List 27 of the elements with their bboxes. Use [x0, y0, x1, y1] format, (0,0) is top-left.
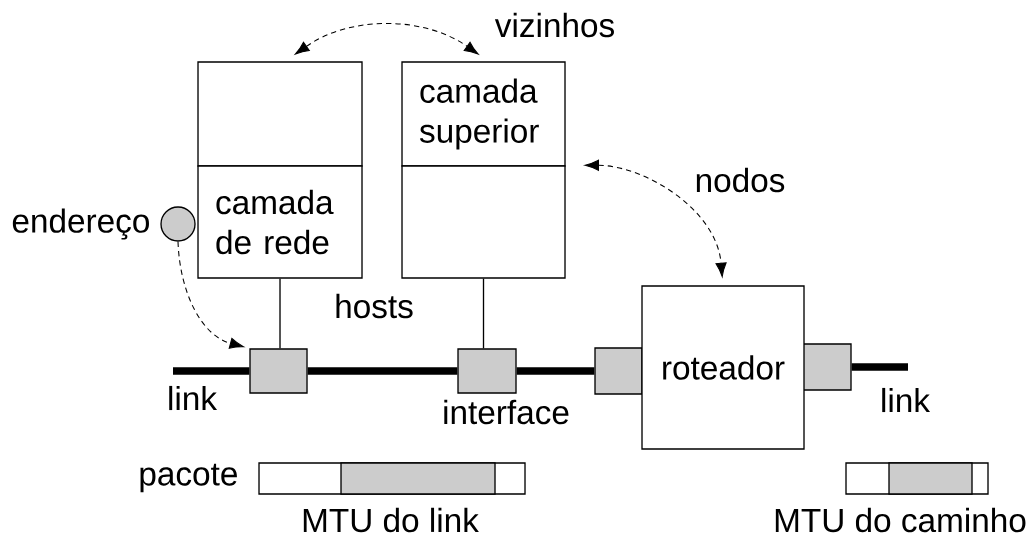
address-label: endereço	[12, 208, 149, 240]
edge-label: vizinhos	[494, 12, 614, 38]
edge-label: nodos	[696, 167, 785, 193]
hosts-label: hosts	[336, 293, 413, 319]
connector-line	[482, 278, 485, 349]
interface-box	[802, 343, 852, 391]
router-box: roteador	[641, 285, 805, 450]
dashed-arrow	[177, 241, 244, 349]
layer-box: camada superior	[401, 61, 566, 167]
interface-box	[457, 348, 517, 394]
packet-bar	[258, 462, 526, 495]
interface-box	[594, 347, 643, 395]
mtu-label: MTU do caminho	[775, 507, 1026, 533]
dashed-arrow	[295, 22, 479, 55]
link-label: link	[882, 387, 931, 413]
connector-line	[279, 278, 281, 349]
interface-box	[249, 348, 308, 394]
mtu-label: MTU do link	[303, 507, 479, 533]
address-circle	[160, 206, 196, 242]
link-label: link	[169, 385, 218, 411]
packet-label: pacote	[140, 463, 237, 493]
dashed-arrow	[584, 159, 727, 278]
layer-box	[197, 61, 363, 167]
layer-box: camada de rede	[197, 165, 363, 279]
layer-box	[401, 165, 566, 279]
packet-bar	[845, 462, 989, 495]
interface-label: interface	[444, 399, 569, 425]
